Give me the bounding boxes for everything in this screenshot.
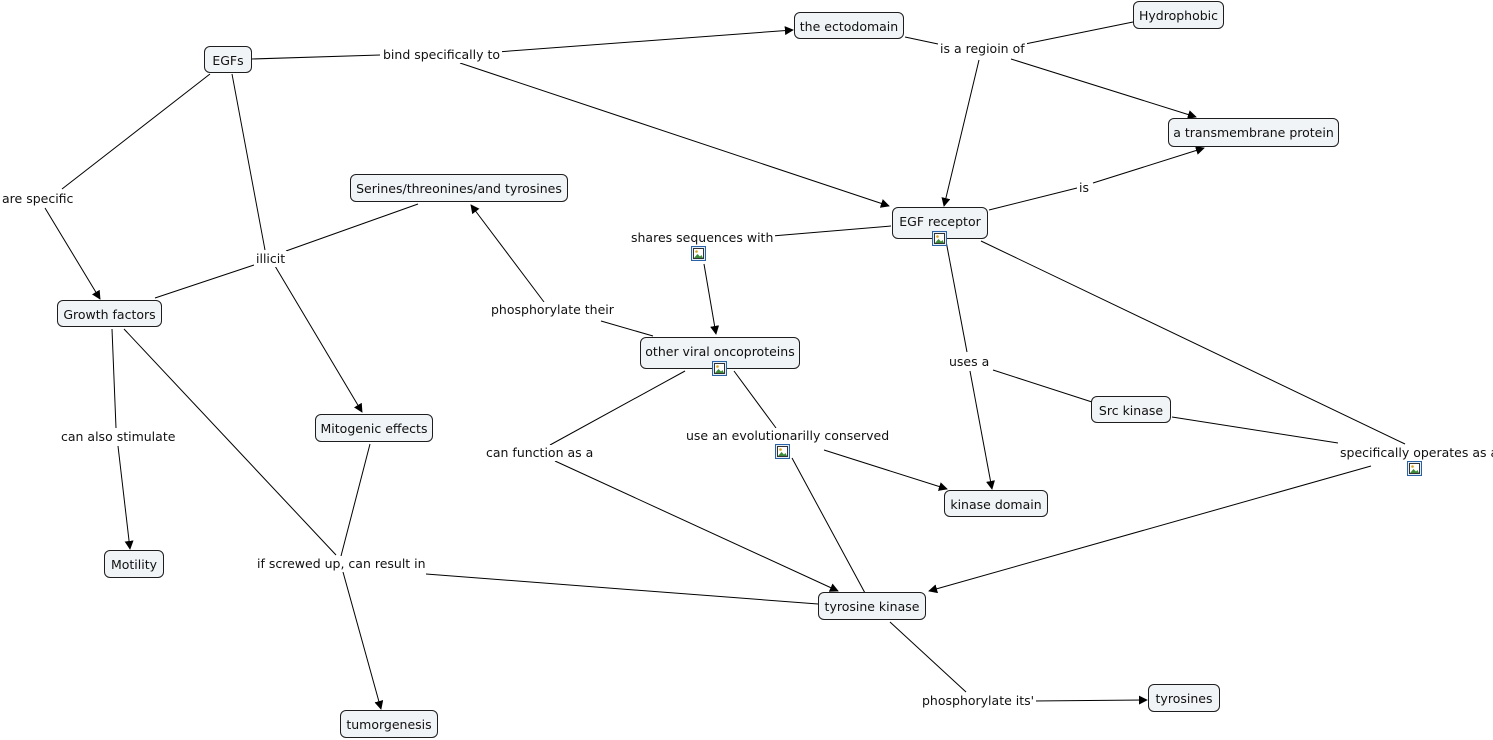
link-uses-a[interactable]: uses a xyxy=(947,354,992,370)
link-use-evolutionarily-conserved[interactable]: use an evolutionarilly conserved xyxy=(684,428,892,444)
edge xyxy=(733,370,777,429)
node-label: tyrosines xyxy=(1155,691,1213,706)
link-specifically-operates-as-a[interactable]: specifically operates as a xyxy=(1338,445,1493,461)
node-kinase-domain[interactable]: kinase domain xyxy=(944,490,1048,517)
node-label: the ectodomain xyxy=(799,19,899,34)
edge xyxy=(980,240,1406,445)
edge xyxy=(904,36,939,45)
image-icon xyxy=(777,446,788,457)
node-label: Growth factors xyxy=(63,307,156,322)
image-icon[interactable] xyxy=(691,246,706,261)
edge xyxy=(1024,21,1134,45)
link-illicit[interactable]: illicit xyxy=(254,251,288,267)
link-can-also-stimulate[interactable]: can also stimulate xyxy=(59,429,178,445)
link-if-screwed-up[interactable]: if screwed up, can result in xyxy=(255,556,428,572)
edge-arrow xyxy=(969,370,995,490)
node-label: Mitogenic effects xyxy=(320,421,428,436)
image-icon[interactable] xyxy=(932,231,947,246)
edge-arrow xyxy=(928,465,1372,594)
edge xyxy=(231,73,266,251)
node-label: other viral oncoproteins xyxy=(645,344,795,359)
link-shares-sequences-with[interactable]: shares sequences with xyxy=(629,230,776,246)
node-label: Src kinase xyxy=(1098,403,1164,418)
node-src-kinase[interactable]: Src kinase xyxy=(1091,396,1171,423)
edge-arrow xyxy=(1092,146,1205,184)
edge xyxy=(251,54,381,60)
node-label: a transmembrane protein xyxy=(1173,125,1334,140)
edge xyxy=(285,203,419,252)
edge-arrow xyxy=(941,59,980,207)
image-icon xyxy=(693,248,704,259)
edge xyxy=(340,443,371,557)
link-bind-specifically-to[interactable]: bind specifically to xyxy=(381,47,502,63)
edge xyxy=(771,225,892,237)
node-label: EGFs xyxy=(212,53,244,68)
node-hydrophobic[interactable]: Hydrophobic xyxy=(1133,1,1224,29)
node-label: kinase domain xyxy=(950,497,1042,512)
link-are-specific[interactable]: are specific xyxy=(0,191,76,207)
node-label: tumorgenesis xyxy=(346,717,432,732)
edge xyxy=(123,328,337,556)
node-transmembrane-protein[interactable]: a transmembrane protein xyxy=(1168,118,1339,147)
node-serines-threonines-tyrosines[interactable]: Serines/threonines/and tyrosines xyxy=(350,174,568,202)
edge-arrow xyxy=(1032,695,1148,705)
edge xyxy=(154,264,255,299)
edge xyxy=(425,573,819,605)
edge-arrow xyxy=(274,265,363,413)
image-icon[interactable] xyxy=(712,361,727,376)
node-label: EGF receptor xyxy=(899,214,981,229)
edge-arrow xyxy=(496,26,794,53)
edge xyxy=(111,328,117,429)
link-is[interactable]: is xyxy=(1077,180,1091,196)
image-icon xyxy=(714,363,725,374)
edge xyxy=(988,187,1078,211)
edge-arrow xyxy=(703,263,720,335)
edge-arrow xyxy=(470,204,545,303)
image-icon[interactable] xyxy=(1407,461,1422,476)
link-can-function-as-a[interactable]: can function as a xyxy=(484,445,596,461)
image-icon xyxy=(934,233,945,244)
link-phosphorylate-their[interactable]: phosphorylate their xyxy=(489,302,616,318)
edge-arrow xyxy=(342,571,384,710)
node-ectodomain[interactable]: the ectodomain xyxy=(794,12,904,39)
edge-arrow xyxy=(459,62,890,208)
node-motility[interactable]: Motility xyxy=(104,550,164,578)
node-label: Serines/threonines/and tyrosines xyxy=(356,181,562,196)
node-label: Motility xyxy=(110,557,158,572)
edge-arrow xyxy=(44,207,101,300)
node-label: tyrosine kinase xyxy=(824,599,920,614)
edge xyxy=(1171,416,1339,444)
link-phosphorylate-its[interactable]: phosphorylate its' xyxy=(920,693,1037,709)
edge xyxy=(992,369,1093,403)
node-egfs[interactable]: EGFs xyxy=(204,46,252,73)
node-tyrosine-kinase[interactable]: tyrosine kinase xyxy=(818,592,926,620)
edge xyxy=(791,457,866,594)
link-is-a-region-of[interactable]: is a regioin of xyxy=(938,41,1027,57)
edge-arrow xyxy=(554,460,839,592)
node-mitogenic-effects[interactable]: Mitogenic effects xyxy=(315,414,433,442)
image-icon[interactable] xyxy=(775,444,790,459)
edge-arrow xyxy=(1010,58,1197,119)
image-icon xyxy=(1409,463,1420,474)
edge xyxy=(600,320,654,337)
node-tumorgenesis[interactable]: tumorgenesis xyxy=(340,710,438,738)
edge-arrow xyxy=(823,449,948,491)
edge xyxy=(61,73,211,190)
node-label: Hydrophobic xyxy=(1138,8,1219,23)
node-tyrosines[interactable]: tyrosines xyxy=(1148,684,1220,712)
node-growth-factors[interactable]: Growth factors xyxy=(57,300,162,327)
edge xyxy=(945,240,968,353)
edge-arrow xyxy=(117,445,134,550)
edge xyxy=(549,370,686,446)
edge xyxy=(889,621,967,693)
